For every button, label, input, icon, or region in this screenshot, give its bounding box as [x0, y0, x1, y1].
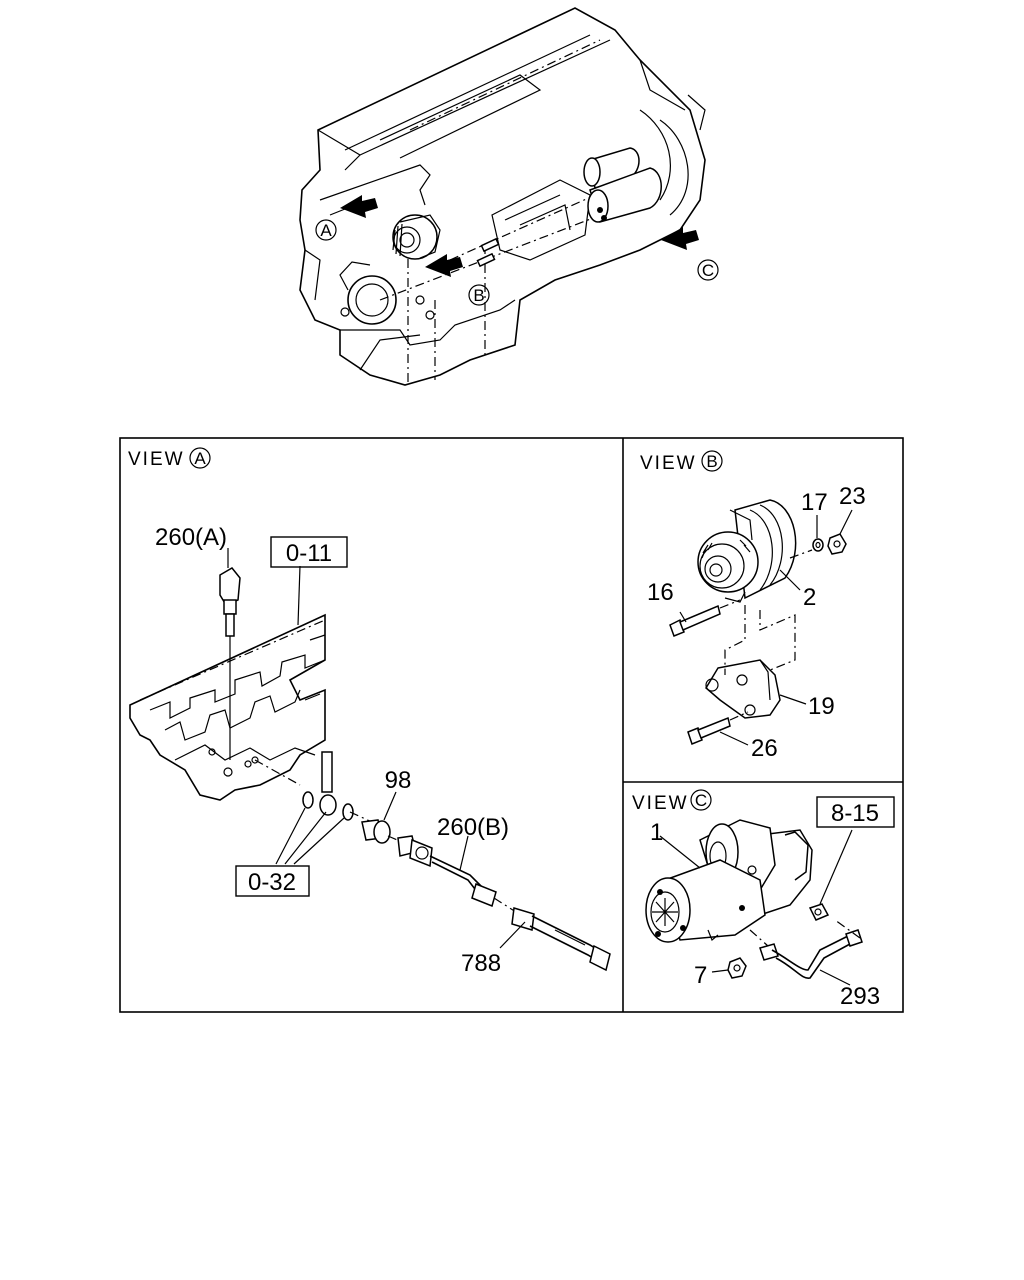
part-label-17: 17 [801, 489, 828, 516]
callout-c-marker: C [702, 261, 714, 280]
sensor-260b-illustration [397, 835, 517, 913]
part-label-260a: 260(A) [155, 524, 227, 551]
part-label-19: 19 [808, 693, 835, 720]
harness-788-illustration [499, 907, 611, 972]
starter-motor-1-illustration [645, 819, 813, 943]
view-a-marker: A [194, 449, 206, 468]
bolt-8-15-illustration [808, 829, 853, 921]
part-label-788: 788 [461, 950, 501, 977]
part-label-2: 2 [803, 584, 816, 611]
bolt-16-illustration [669, 599, 741, 637]
view-c-marker: C [695, 791, 707, 810]
bracket-19-illustration [705, 605, 807, 719]
nut-23-illustration [827, 509, 853, 555]
part-label-1: 1 [650, 819, 663, 846]
part-label-260b: 260(B) [437, 814, 509, 841]
callout-a-marker: A [320, 221, 332, 240]
plug-98-illustration [361, 791, 403, 844]
bolt-26-illustration [687, 711, 749, 746]
view-panels-frame [119, 437, 904, 1013]
view-b-title: VIEW [640, 453, 697, 474]
view-b-panel: VIEW B [640, 450, 866, 762]
cylinder-head-illustration [129, 613, 326, 801]
alternator-2-illustration [697, 499, 801, 603]
washer-set-illustration [251, 751, 373, 865]
engine-overview-illustration: A B C [299, 7, 719, 386]
view-a-title: VIEW [128, 449, 185, 470]
view-c-title: VIEW [632, 793, 689, 814]
view-c-panel: VIEW C [632, 789, 895, 1010]
part-label-23: 23 [839, 483, 866, 510]
part-label-7: 7 [694, 962, 707, 989]
part-label-16: 16 [647, 579, 674, 606]
view-a-panel: VIEW A [128, 447, 611, 977]
ref-box-8-15: 8-15 [831, 800, 879, 827]
part-label-26: 26 [751, 735, 778, 762]
callout-b-marker: B [473, 286, 484, 305]
view-b-marker: B [706, 452, 717, 471]
nut-7-illustration [711, 957, 747, 979]
sensor-260a-illustration [219, 567, 241, 760]
part-label-98: 98 [385, 767, 412, 794]
washer-17-illustration [812, 515, 824, 552]
part-label-293: 293 [840, 983, 880, 1010]
ref-box-0-11: 0-11 [286, 540, 332, 567]
ref-box-0-32: 0-32 [248, 869, 296, 896]
cable-293-illustration [749, 919, 863, 986]
